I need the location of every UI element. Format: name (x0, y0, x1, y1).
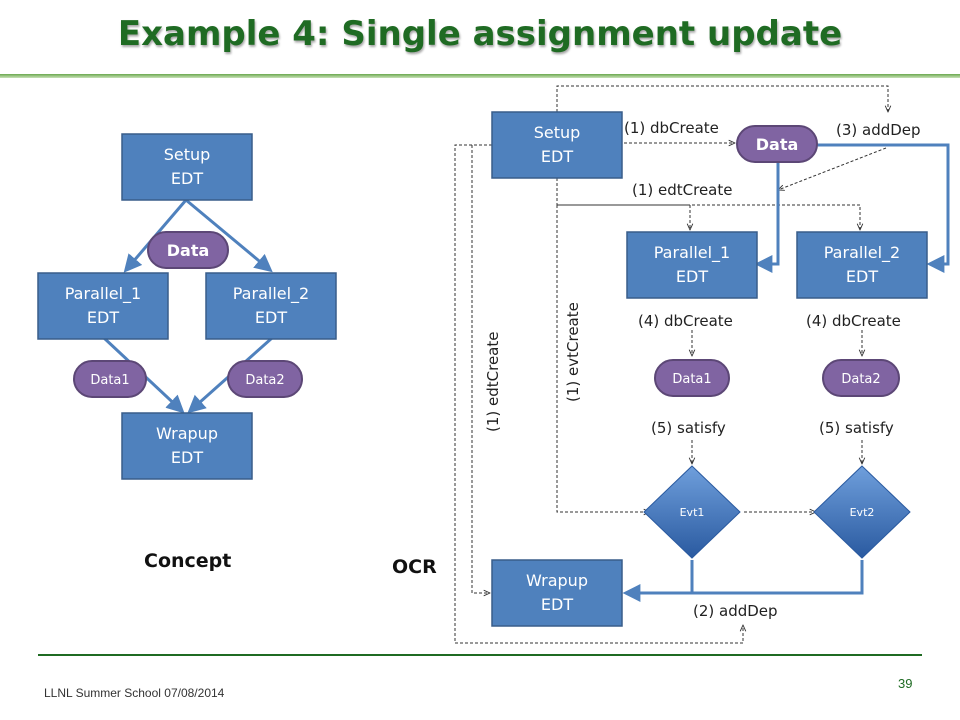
concept-parallel1-edt[interactable]: Parallel_1 EDT (37, 272, 169, 340)
concept-parallel2-edt[interactable]: Parallel_2 EDT (205, 272, 337, 340)
ocr-wrapup-line1: Wrapup (526, 571, 588, 590)
ocr-parallel2-edt[interactable]: Parallel_2 EDT (796, 231, 928, 299)
concept-parallel2-line1: Parallel_2 (233, 284, 309, 304)
concept-data-block[interactable]: Data (147, 231, 229, 269)
ocr-label-dbcreate: (1) dbCreate (624, 119, 719, 137)
footer-divider (38, 654, 922, 656)
ocr-label-satisfy-right: (5) satisfy (819, 419, 894, 437)
concept-diagram: Setup EDT Data Parallel_1 EDT Parallel_2… (37, 133, 337, 480)
ocr-label-satisfy-left: (5) satisfy (651, 419, 726, 437)
footer-text: LLNL Summer School 07/08/2014 (44, 686, 225, 700)
ocr-evt1-diamond[interactable]: Evt1 (643, 465, 741, 559)
ocr-dep-data-parallel1 (754, 157, 780, 273)
concept-setup-line2: EDT (171, 169, 203, 188)
ocr-evt2-diamond[interactable]: Evt2 (813, 465, 911, 559)
ocr-dashed-evtcreate (556, 205, 650, 512)
concept-wrapup-line1: Wrapup (156, 424, 218, 443)
concept-data1-block[interactable]: Data1 (73, 360, 147, 398)
concept-parallel2-line2: EDT (255, 308, 287, 327)
ocr-dep-evt1-wrapup (622, 560, 694, 602)
concept-wrapup-edt[interactable]: Wrapup EDT (121, 412, 253, 480)
concept-data-label: Data (167, 241, 210, 260)
concept-data2-block[interactable]: Data2 (227, 360, 303, 398)
ocr-data-block[interactable]: Data (736, 125, 818, 163)
ocr-wrapup-line2: EDT (541, 595, 573, 614)
ocr-parallel2-line1: Parallel_2 (824, 243, 900, 263)
concept-setup-edt[interactable]: Setup EDT (121, 133, 253, 201)
ocr-data2-label: Data2 (841, 372, 880, 387)
ocr-parallel1-edt[interactable]: Parallel_1 EDT (626, 231, 758, 299)
ocr-dashed-top-to-adddep (556, 85, 888, 112)
ocr-label-evtcreate-vertical: (1) evtCreate (564, 302, 582, 402)
ocr-label-dbcreate-4-left: (4) dbCreate (638, 312, 733, 330)
ocr-evt1-label: Evt1 (680, 506, 705, 519)
ocr-parallel2-line2: EDT (846, 267, 878, 286)
ocr-setup-edt[interactable]: Setup EDT (491, 111, 623, 179)
ocr-data1-label: Data1 (672, 372, 711, 387)
ocr-label-adddep-2: (2) addDep (693, 602, 778, 620)
slide-title: Example 4: Single assignment update (117, 14, 843, 54)
concept-setup-line1: Setup (164, 145, 211, 164)
ocr-dep-data-parallel2 (816, 143, 950, 273)
ocr-parallel1-line1: Parallel_1 (654, 243, 730, 263)
title-divider (0, 74, 960, 78)
ocr-dashed-edtcreate-parallel2 (557, 204, 860, 230)
ocr-wrapup-edt[interactable]: Wrapup EDT (491, 559, 623, 627)
ocr-label-edtcreate-vertical: (1) edtCreate (484, 332, 502, 433)
concept-wrapup-line2: EDT (171, 448, 203, 467)
ocr-setup-line1: Setup (534, 123, 581, 142)
ocr-dashed-adddep-2 (454, 144, 743, 644)
ocr-data2-block[interactable]: Data2 (822, 359, 900, 397)
ocr-data-label: Data (756, 135, 799, 154)
ocr-dashed-edtcreate-parallel1 (556, 178, 690, 230)
ocr-parallel1-line2: EDT (676, 267, 708, 286)
ocr-section-label: OCR (392, 556, 437, 578)
ocr-label-dbcreate-4-right: (4) dbCreate (806, 312, 901, 330)
concept-data2-label: Data2 (245, 373, 284, 388)
ocr-label-edtcreate: (1) edtCreate (632, 181, 733, 199)
concept-data1-label: Data1 (90, 373, 129, 388)
concept-edge-setup-parallel2 (185, 198, 273, 273)
concept-parallel1-line1: Parallel_1 (65, 284, 141, 304)
ocr-label-adddep-3: (3) addDep (836, 121, 921, 139)
ocr-diagram: Setup EDT Data Parallel_1 EDT Parallel_2… (454, 85, 950, 644)
ocr-dep-evt2-wrapup (692, 560, 864, 595)
ocr-dashed-adddep-3-arrow (778, 147, 887, 190)
ocr-setup-line2: EDT (541, 147, 573, 166)
ocr-evt2-label: Evt2 (850, 506, 875, 519)
concept-section-label: Concept (144, 550, 232, 572)
concept-parallel1-line2: EDT (87, 308, 119, 327)
ocr-data1-block[interactable]: Data1 (654, 359, 730, 397)
page-number: 39 (898, 676, 913, 691)
